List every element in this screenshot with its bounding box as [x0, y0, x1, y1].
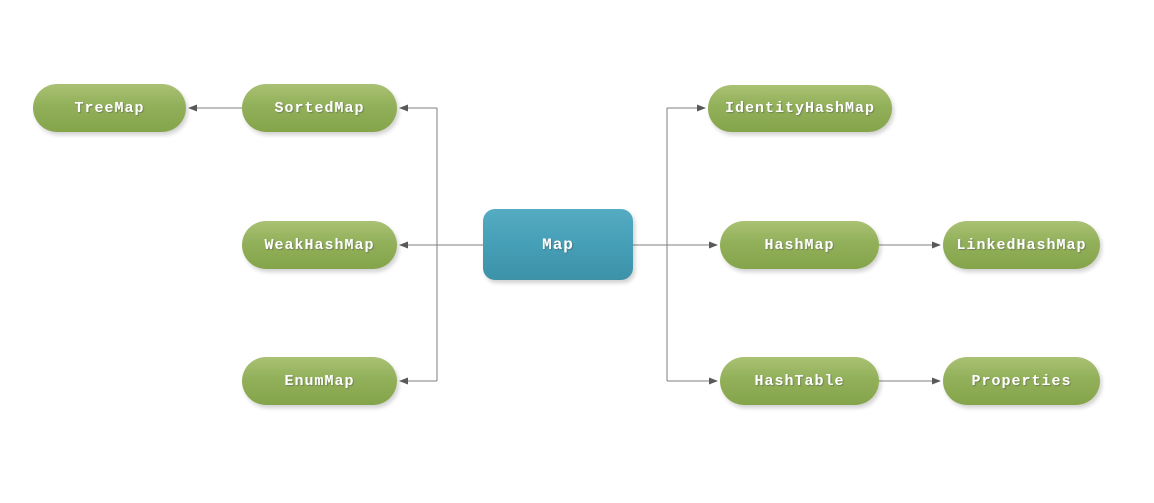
node-hashtable[interactable]: HashTable: [720, 357, 879, 405]
node-identityhashmap-label: IdentityHashMap: [724, 100, 876, 117]
node-enummap[interactable]: EnumMap: [242, 357, 397, 405]
edge-map-sortedmap: [399, 104, 437, 112]
node-hashmap[interactable]: HashMap: [720, 221, 879, 269]
edge-hashmap-linkedhashmap: [879, 241, 941, 249]
node-sortedmap-label: SortedMap: [274, 99, 365, 117]
node-weakhashmap[interactable]: WeakHashMap: [242, 221, 397, 269]
edge-map-hashmap: [633, 241, 718, 249]
node-map[interactable]: Map: [483, 209, 633, 280]
edge-map-enummap: [399, 377, 437, 385]
node-treemap-label: TreeMap: [74, 99, 145, 117]
node-identityhashmap[interactable]: IdentityHashMap: [708, 85, 892, 132]
node-properties[interactable]: Properties: [943, 357, 1100, 405]
edge-map-hashtable: [667, 377, 718, 385]
node-linkedhashmap-label: LinkedHashMap: [956, 236, 1087, 254]
node-linkedhashmap[interactable]: LinkedHashMap: [943, 221, 1100, 269]
edge-hashtable-properties: [879, 377, 941, 385]
node-sortedmap[interactable]: SortedMap: [242, 84, 397, 132]
node-properties-label: Properties: [971, 372, 1072, 390]
node-enummap-label: EnumMap: [284, 372, 355, 390]
node-treemap[interactable]: TreeMap: [33, 84, 186, 132]
node-weakhashmap-label: WeakHashMap: [264, 236, 375, 254]
node-hashtable-label: HashTable: [754, 372, 845, 390]
node-hashmap-label: HashMap: [764, 236, 835, 254]
edge-map-identityhashmap: [667, 104, 706, 112]
edge-map-weakhashmap: [399, 241, 483, 249]
edge-sortedmap-treemap: [188, 104, 242, 112]
node-map-label: Map: [542, 235, 574, 254]
